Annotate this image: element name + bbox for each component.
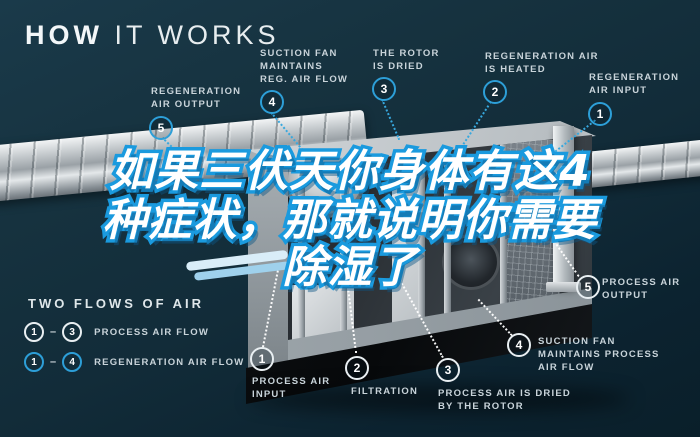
- legend-dash: –: [50, 356, 57, 368]
- legend-badge-start: 1: [24, 322, 44, 342]
- badge-regen-2: 2: [483, 80, 507, 104]
- page-title-bold: HOW: [25, 20, 103, 50]
- page-title: HOW IT WORKS: [25, 20, 280, 51]
- vertical-duct: [553, 126, 574, 288]
- badge-regen-5: 5: [149, 116, 173, 140]
- label-regeneration-air-heated: REGENERATION AIR IS HEATED: [485, 51, 599, 75]
- badge-process-3: 3: [436, 358, 460, 382]
- legend-title: TWO FLOWS OF AIR: [28, 296, 205, 311]
- suction-fan: [442, 234, 500, 290]
- legend-label-regeneration: REGENERATION AIR FLOW: [94, 356, 245, 368]
- frame-mullion: [444, 148, 451, 314]
- legend-badge-end: 4: [62, 352, 83, 372]
- frame-mullion: [500, 142, 507, 304]
- mesh-panel: [505, 140, 560, 305]
- badge-regen-3: 3: [372, 77, 396, 101]
- label-filtration: FILTRATION: [351, 386, 419, 397]
- legend-badge-start: 1: [24, 352, 44, 372]
- legend-badge-end: 3: [62, 322, 83, 342]
- label-process-air-input: PROCESS AIR INPUT: [252, 376, 331, 400]
- badge-process-2: 2: [345, 356, 369, 380]
- headline-line-2: 种症状，那就说明你需要: [99, 195, 600, 246]
- label-regeneration-air-output: REGENERATION AIR OUTPUT: [151, 86, 242, 110]
- frame-mullion: [298, 163, 305, 339]
- label-rotor-is-dried: THE ROTOR IS DRIED: [373, 48, 440, 72]
- label-suction-fan-process: SUCTION FAN MAINTAINS PROCESS AIR FLOW: [538, 336, 660, 373]
- frame-mullion: [340, 159, 347, 332]
- duct-flange: [546, 282, 581, 292]
- badge-process-1: 1: [250, 347, 274, 371]
- machine-shadow: [250, 386, 630, 412]
- legend-row-regeneration: 1 – 4 REGENERATION AIR FLOW: [24, 352, 244, 372]
- frame-mullion: [418, 151, 425, 319]
- badge-regen-1: 1: [588, 102, 612, 126]
- label-process-air-output: PROCESS AIR OUTPUT: [602, 277, 681, 301]
- interior-panel: [392, 170, 422, 340]
- label-regeneration-air-input: REGENERATION AIR INPUT: [589, 72, 680, 96]
- legend-label-process: PROCESS AIR FLOW: [94, 326, 210, 338]
- label-suction-fan-reg: SUCTION FAN MAINTAINS REG. AIR FLOW: [260, 48, 349, 85]
- legend-dash: –: [50, 326, 57, 338]
- badge-process-4: 4: [507, 333, 531, 357]
- badge-regen-4: 4: [260, 90, 284, 114]
- page-title-light: IT WORKS: [102, 20, 280, 50]
- badge-process-5: 5: [576, 275, 600, 299]
- headline-line-3: 除湿了: [279, 242, 420, 293]
- connector-regen-3: [381, 99, 401, 141]
- label-process-air-dried: PROCESS AIR IS DRIED BY THE ROTOR: [438, 388, 571, 412]
- headline-line-1: 如果三伏天你身体有这4: [106, 146, 594, 197]
- legend-row-process: 1 – 3 PROCESS AIR FLOW: [24, 322, 209, 342]
